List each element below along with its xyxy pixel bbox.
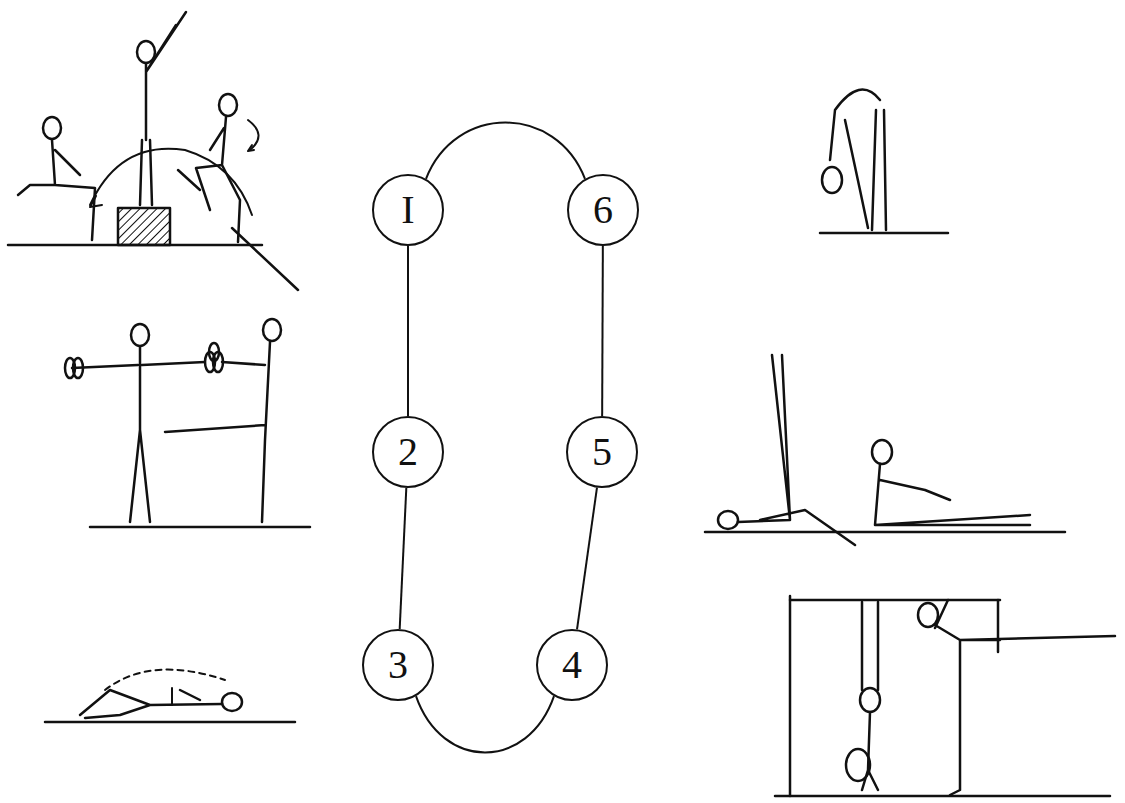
illustration-stroke: [131, 324, 149, 346]
station-circle: I: [372, 174, 444, 246]
illustration-stroke: [263, 319, 281, 341]
illustration-stroke: [18, 140, 95, 240]
station-circle: 5: [566, 416, 638, 488]
circuit-connector: [426, 123, 585, 179]
circuit-connector: [577, 488, 597, 630]
forward-bend-figure: [820, 90, 948, 233]
illustration-stroke: [90, 526, 310, 529]
illustration-stroke: [997, 600, 1000, 652]
illustration-stroke: [178, 117, 240, 242]
illustration-stroke: [872, 440, 892, 464]
station-number: I: [401, 190, 414, 230]
illustration-stroke: [45, 721, 295, 724]
illustration-stroke: [222, 693, 242, 711]
illustration-stroke: [935, 600, 1115, 795]
illustration-stroke: [790, 599, 1000, 602]
station-circle: 6: [567, 174, 639, 246]
illustration-stroke: [73, 358, 83, 378]
station-circle: 4: [536, 629, 608, 701]
illustration-stroke: [248, 145, 254, 151]
illustration-stroke: [775, 795, 1110, 798]
circuit-connector: [416, 696, 554, 752]
illustration-stroke: [248, 120, 259, 150]
illustration-stroke: [90, 196, 102, 207]
illustration-stroke: [918, 603, 938, 627]
illustration-stroke: [219, 94, 237, 116]
station-number: 6: [593, 190, 613, 230]
illustration-stroke: [140, 12, 186, 205]
illustration-stroke: [80, 690, 222, 718]
illustration-stroke: [820, 232, 948, 235]
illustration-stroke: [209, 343, 219, 361]
illustration-stroke: [137, 41, 155, 63]
station-circle: 2: [372, 416, 444, 488]
illustration-stroke: [875, 464, 1030, 525]
illustration-stroke: [105, 670, 225, 690]
circuit-connector: [601, 246, 604, 416]
station-circle: 3: [362, 629, 434, 701]
box-jump-figure: [8, 12, 298, 290]
illustration-stroke: [872, 110, 886, 230]
circuit-connector: [400, 488, 407, 629]
illustration-stroke: [118, 208, 170, 245]
station-number: 4: [562, 645, 582, 685]
wall-bars-figure: [775, 596, 1115, 796]
illustration-stroke: [90, 149, 252, 215]
illustration-stroke: [165, 342, 270, 522]
leg-raise-figure: [705, 355, 1065, 545]
illustration-stroke: [232, 228, 298, 290]
illustration-stroke: [845, 120, 868, 228]
station-number: 5: [592, 432, 612, 472]
station-number: 2: [398, 432, 418, 472]
illustration-stroke: [718, 511, 738, 529]
illustration-stroke: [171, 688, 173, 705]
illustration-stroke: [846, 749, 870, 781]
illustration-stroke: [72, 347, 205, 522]
illustration-stroke: [860, 688, 880, 712]
illustration-stroke: [822, 167, 842, 193]
illustration-stroke: [830, 90, 880, 160]
illustration-stroke: [738, 355, 855, 545]
dumbbell-partner-figure: [65, 319, 310, 527]
floor-roll-figure: [45, 670, 295, 722]
illustration-stroke: [705, 531, 1065, 534]
station-number: 3: [388, 645, 408, 685]
illustration-stroke: [789, 596, 792, 796]
circuit-connector: [407, 246, 409, 416]
illustration-stroke: [43, 117, 61, 139]
